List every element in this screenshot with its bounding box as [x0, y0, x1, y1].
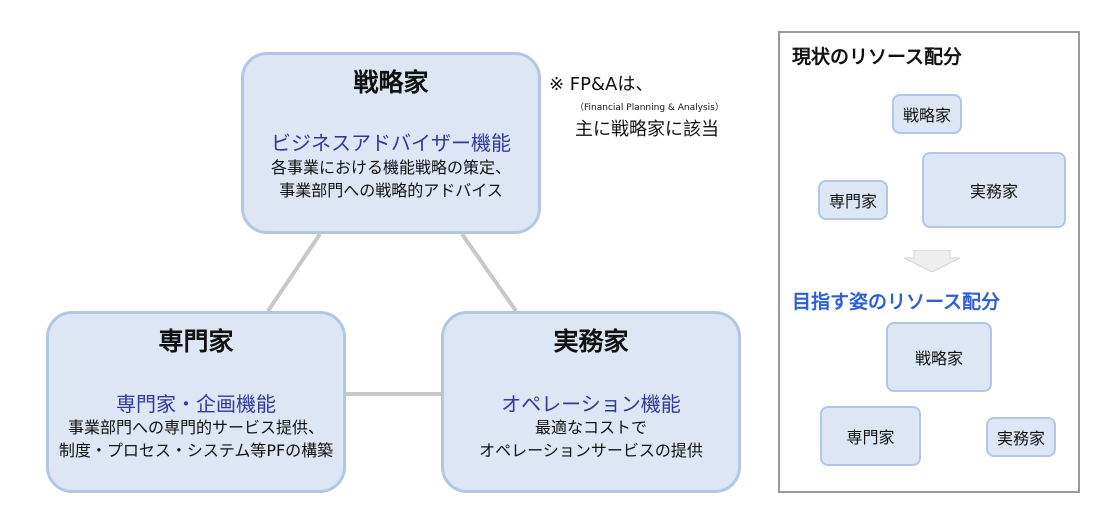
- specialist-title: 専門家: [158, 327, 234, 356]
- connector-strategist-practitioner: [460, 232, 518, 313]
- current-practitioner-box: 実務家: [922, 152, 1066, 228]
- target-strategist-box: 戦略家: [886, 322, 992, 392]
- strategist-desc-line2: 事業部門への戦略的アドバイス: [279, 181, 503, 200]
- specialist-desc-line2: 制度・プロセス・システム等PFの構築: [58, 441, 334, 460]
- current-specialist-box: 専門家: [818, 180, 888, 220]
- target-allocation-title: 目指す姿のリソース配分: [792, 291, 1001, 313]
- strategist-desc-line1: 各事業における機能戦略の策定、: [270, 158, 511, 177]
- target-practitioner-box: 実務家: [986, 417, 1056, 457]
- connector-strategist-specialist: [266, 232, 322, 313]
- practitioner-node: 実務家 オペレーション機能 最適なコストで オペレーションサービスの提供: [441, 311, 741, 493]
- current-allocation-title: 現状のリソース配分: [792, 46, 963, 68]
- strategist-function: ビジネスアドバイザー機能: [271, 131, 511, 155]
- down-arrow-icon: [904, 250, 960, 272]
- practitioner-description: 最適なコストで オペレーションサービスの提供: [444, 416, 738, 462]
- practitioner-title: 実務家: [553, 327, 629, 356]
- fpa-note-line2: 主に戦略家に該当: [575, 119, 719, 140]
- fpa-note: ※ FP&Aは、 （Financial Planning & Analysis）…: [549, 70, 724, 141]
- target-specialist-box: 専門家: [820, 406, 921, 466]
- practitioner-function: オペレーション機能: [501, 392, 681, 416]
- specialist-desc-line1: 事業部門への専門的サービス提供、: [67, 418, 324, 437]
- fpa-note-subtext: （Financial Planning & Analysis）: [575, 103, 724, 113]
- specialist-node: 専門家 専門家・企画機能 事業部門への専門的サービス提供、 制度・プロセス・シス…: [46, 311, 346, 493]
- current-strategist-box: 戦略家: [892, 94, 962, 134]
- fpa-note-line1: ※ FP&Aは、: [549, 74, 654, 95]
- strategist-description: 各事業における機能戦略の策定、 事業部門への戦略的アドバイス: [244, 156, 538, 202]
- strategist-node: 戦略家 ビジネスアドバイザー機能 各事業における機能戦略の策定、 事業部門への戦…: [241, 52, 541, 234]
- strategist-title: 戦略家: [353, 68, 429, 97]
- practitioner-desc-line2: オペレーションサービスの提供: [479, 441, 703, 460]
- specialist-description: 事業部門への専門的サービス提供、 制度・プロセス・システム等PFの構築: [49, 416, 343, 462]
- specialist-function: 専門家・企画機能: [116, 392, 276, 416]
- practitioner-desc-line1: 最適なコストで: [534, 418, 647, 437]
